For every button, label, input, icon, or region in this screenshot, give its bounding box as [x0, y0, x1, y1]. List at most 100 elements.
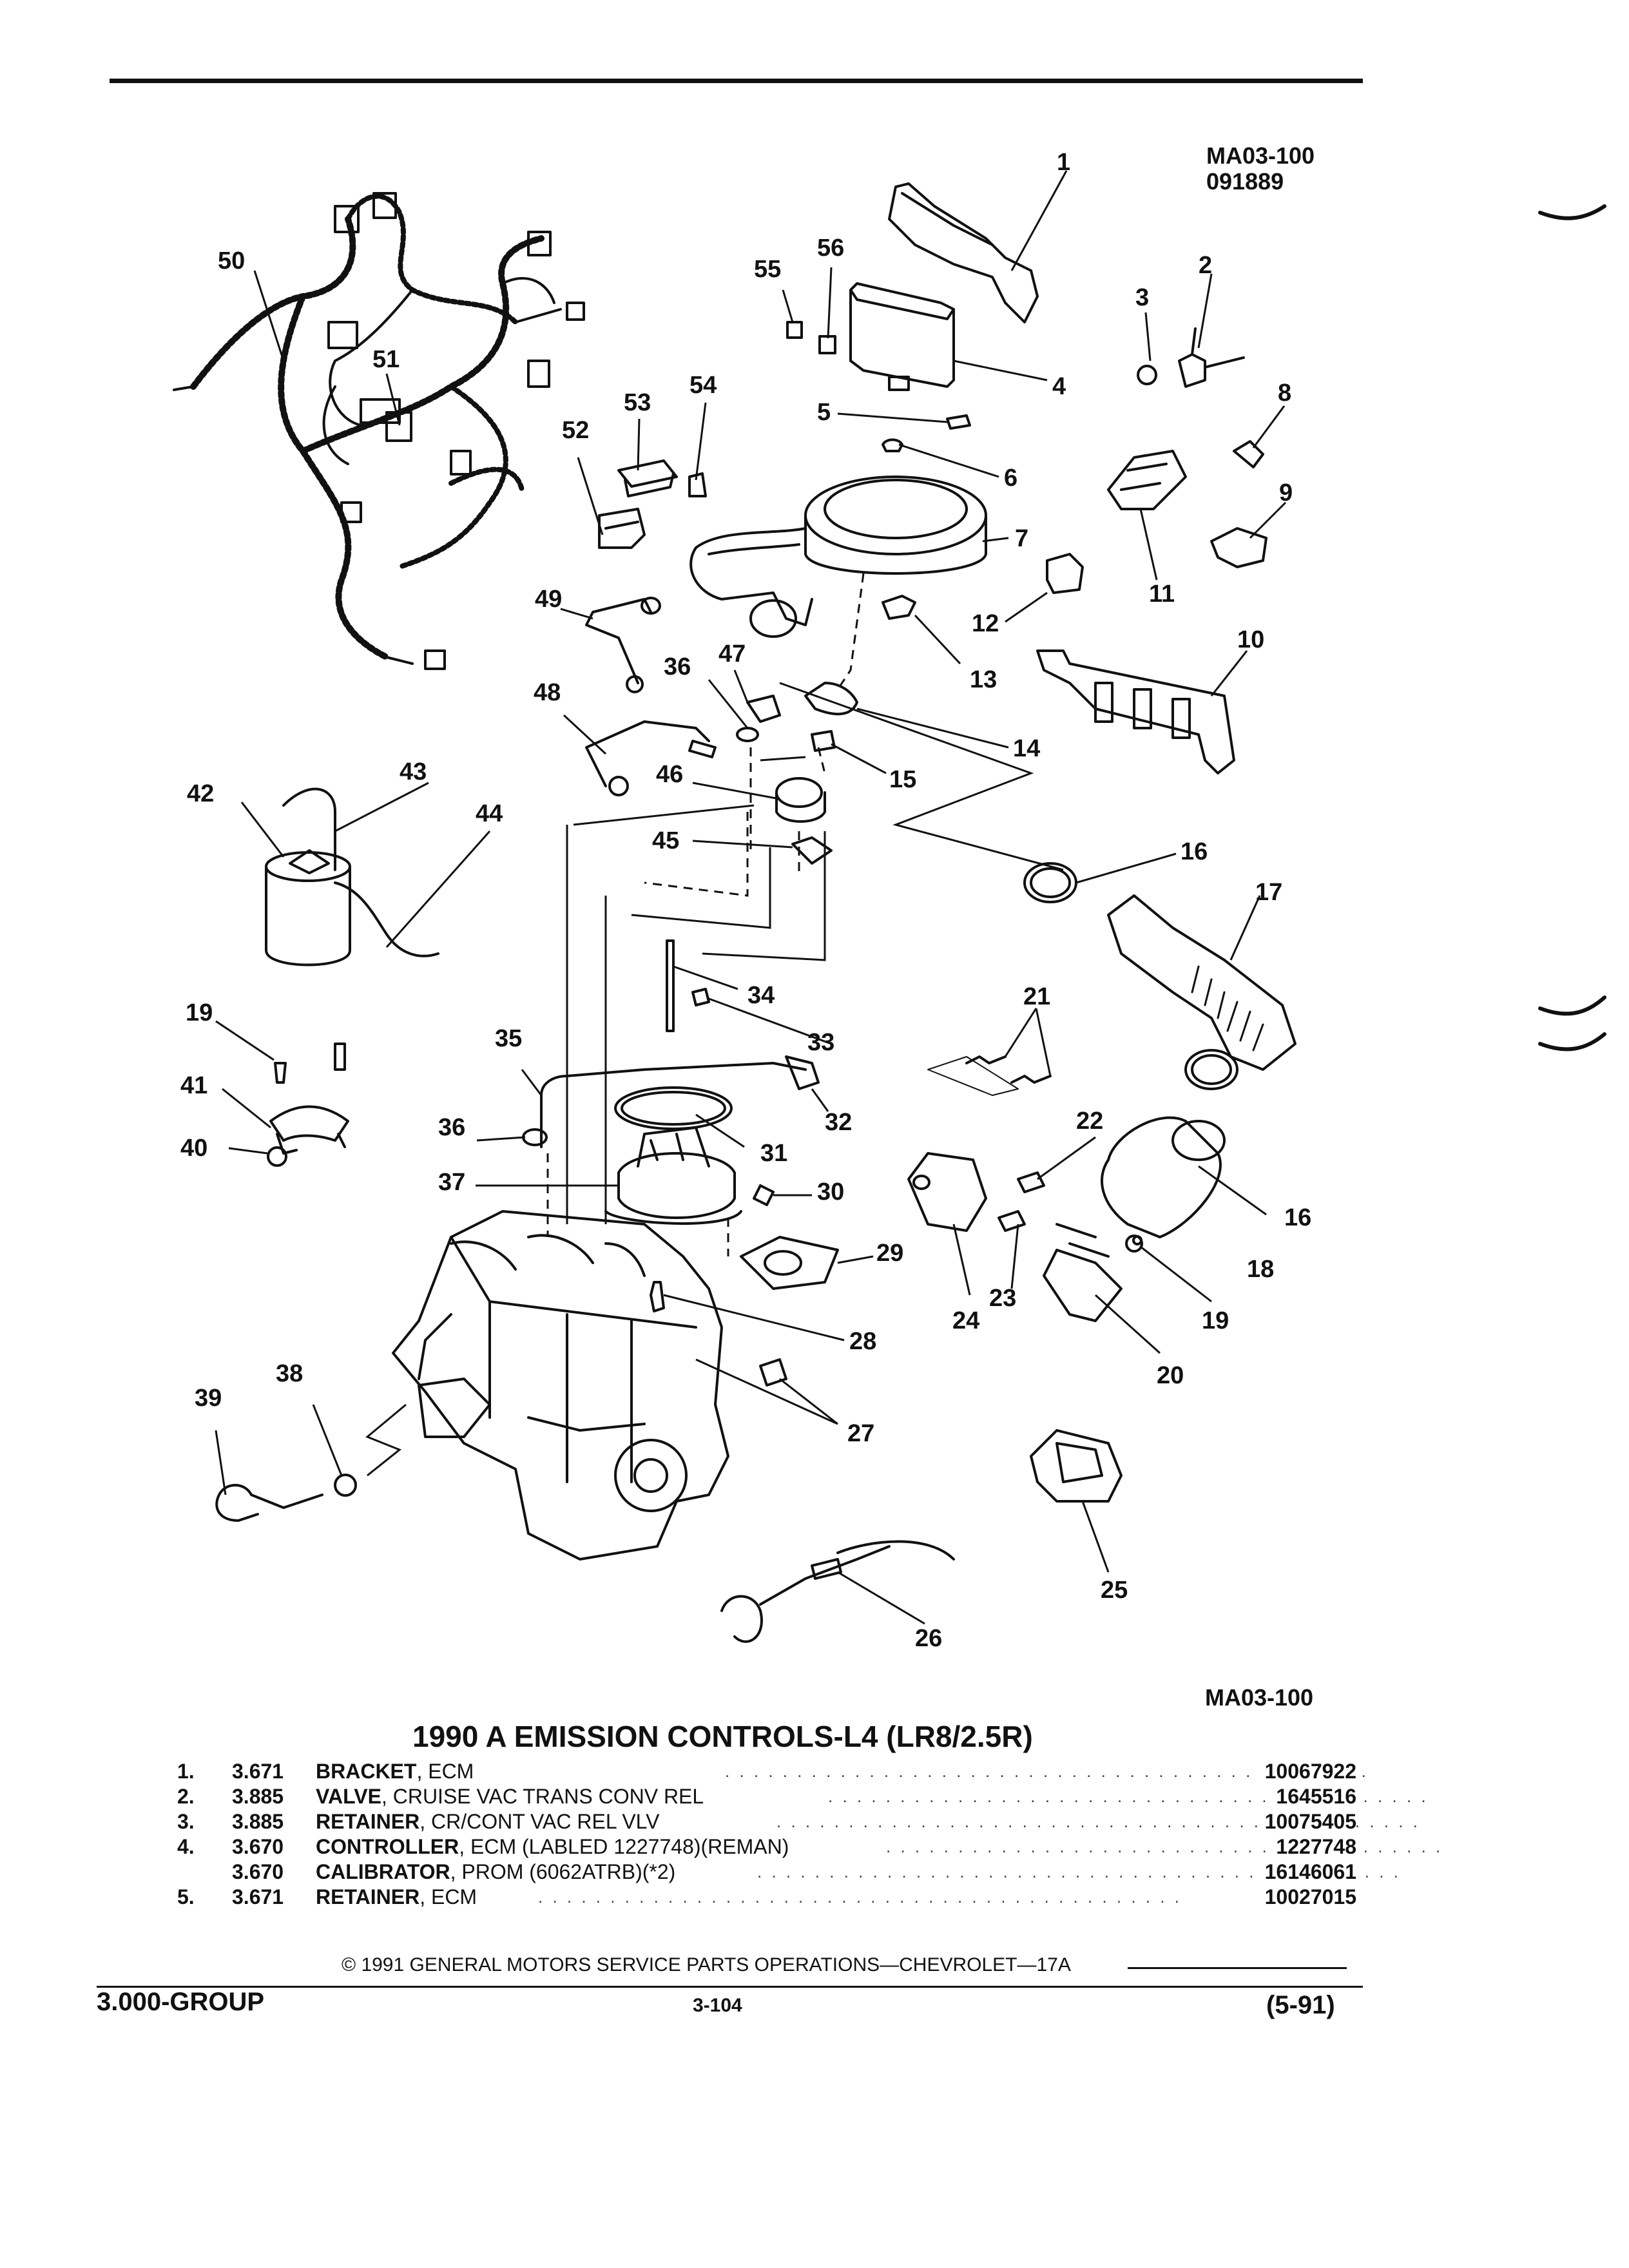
part-group: 3.671 [232, 1885, 284, 1908]
callout-46: 46 [656, 761, 684, 788]
callout-51: 51 [372, 346, 400, 373]
part-group: 3.670 [232, 1860, 284, 1883]
callout-43: 43 [400, 758, 427, 785]
callout-19-right: 19 [1202, 1307, 1229, 1334]
callout-16-upper: 16 [1181, 838, 1208, 865]
figure-code-bottom: MA03-100 [1205, 1684, 1314, 1711]
leader-dots: . . . . . . . . . . . . . . . . . . . . … [538, 1887, 1182, 1907]
part-group: 3.885 [232, 1810, 284, 1833]
callout-25: 25 [1101, 1577, 1128, 1604]
part-index: 2. [177, 1785, 195, 1808]
part-index: 3. [177, 1810, 195, 1833]
callout-39: 39 [195, 1385, 222, 1412]
callout-9: 9 [1279, 479, 1293, 506]
parts-list: 1. 3.671 BRACKET, ECM . . . . . . . . . … [177, 1759, 1440, 1910]
part-number: 10075405 [1259, 1809, 1356, 1834]
part-number: 1227748 [1271, 1834, 1356, 1860]
part-name: CONTROLLER, ECM (LABLED 1227748)(REMAN) [316, 1835, 789, 1858]
callout-4: 4 [1052, 373, 1066, 400]
callout-2: 2 [1199, 252, 1213, 279]
part-name: RETAINER, ECM [316, 1885, 477, 1908]
revision-date: (5-91) [1266, 1991, 1335, 2019]
margin-marks [1538, 204, 1606, 1052]
callout-54: 54 [689, 372, 717, 399]
callout-49: 49 [535, 586, 563, 613]
part-index: 5. [177, 1885, 195, 1908]
footer-rule-right [1128, 1967, 1347, 1969]
callout-6: 6 [1004, 465, 1018, 492]
part-name: RETAINER, CR/CONT VAC REL VLV [316, 1810, 660, 1833]
callout-14: 14 [1013, 735, 1041, 762]
callout-47: 47 [718, 640, 746, 668]
callout-42: 42 [187, 780, 215, 807]
callout-24: 24 [952, 1307, 980, 1334]
part-index: 4. [177, 1835, 195, 1858]
callout-55: 55 [754, 256, 782, 283]
callout-34: 34 [747, 982, 775, 1009]
callout-18: 18 [1247, 1256, 1275, 1283]
list-item: 4. 3.670 CONTROLLER, ECM (LABLED 1227748… [177, 1834, 1440, 1860]
list-item: 3.670 CALIBRATOR, PROM (6062ATRB)(*2) . … [177, 1860, 1402, 1885]
callout-44: 44 [476, 800, 503, 827]
callout-27: 27 [847, 1420, 875, 1447]
callout-56: 56 [817, 235, 845, 262]
part-name: CALIBRATOR, PROM (6062ATRB)(*2) [316, 1860, 676, 1883]
copyright-line: © 1991 GENERAL MOTORS SERVICE PARTS OPER… [335, 1954, 1077, 1976]
callout-45: 45 [652, 827, 680, 854]
callout-7: 7 [1015, 525, 1029, 552]
list-item: 1. 3.671 BRACKET, ECM . . . . . . . . . … [177, 1759, 1369, 1784]
callout-26: 26 [915, 1625, 943, 1652]
callout-30: 30 [817, 1178, 845, 1206]
callout-32: 32 [825, 1109, 853, 1136]
callout-3: 3 [1135, 284, 1150, 311]
callout-19-left: 19 [186, 999, 213, 1026]
callout-40: 40 [180, 1135, 208, 1162]
callout-1: 1 [1057, 149, 1071, 176]
callout-16-lower: 16 [1284, 1204, 1312, 1231]
callout-17: 17 [1255, 879, 1283, 906]
wiring-harness [173, 192, 585, 670]
part-group: 3.885 [232, 1785, 284, 1808]
part-number: 10027015 [1259, 1885, 1356, 1910]
part-name: BRACKET, ECM [316, 1760, 474, 1783]
callout-23: 23 [989, 1285, 1017, 1312]
leader-dots: . . . . . . . . . . . . . . . . . . . . … [886, 1837, 1443, 1856]
callout-33: 33 [807, 1029, 835, 1056]
callout-10: 10 [1237, 626, 1265, 653]
group-label: 3.000-GROUP [97, 1988, 265, 2016]
callout-36-upper: 36 [664, 653, 691, 680]
part-group: 3.671 [232, 1760, 284, 1783]
leader-dots: . . . . . . . . . . . . . . . . . . . . … [828, 1787, 1429, 1806]
callout-53: 53 [624, 389, 651, 416]
part-number: 10067922 [1259, 1759, 1356, 1784]
callout-31: 31 [760, 1140, 788, 1167]
callout-37: 37 [438, 1169, 466, 1196]
callout-48: 48 [534, 679, 561, 706]
callout-12: 12 [972, 610, 999, 637]
callout-38: 38 [276, 1360, 304, 1387]
callout-20: 20 [1157, 1362, 1184, 1389]
list-item: 2. 3.885 VALVE, CRUISE VAC TRANS CONV RE… [177, 1784, 1426, 1809]
top-rule [110, 79, 1363, 83]
callout-50: 50 [218, 247, 246, 274]
footer-rule-bottom [97, 1986, 1363, 1988]
section-title: 1990 A EMISSION CONTROLS-L4 (LR8/2.5R) [412, 1720, 1033, 1753]
callout-13: 13 [970, 666, 998, 693]
callout-36-lower: 36 [438, 1114, 466, 1141]
callout-35: 35 [495, 1025, 523, 1052]
figure-date: 091889 [1206, 168, 1284, 195]
part-number: 1645516 [1271, 1784, 1356, 1809]
callout-8: 8 [1278, 380, 1292, 407]
callout-52: 52 [562, 417, 590, 444]
list-item: 3. 3.885 RETAINER, CR/CONT VAC REL VLV .… [177, 1809, 1421, 1834]
list-item: 5. 3.671 RETAINER, ECM . . . . . . . . .… [177, 1885, 1356, 1910]
callout-5: 5 [817, 399, 831, 426]
callout-21: 21 [1023, 983, 1051, 1010]
part-group: 3.670 [232, 1835, 284, 1858]
callout-22: 22 [1076, 1108, 1104, 1135]
callout-28: 28 [849, 1328, 877, 1355]
page-number: 3-104 [693, 1995, 742, 2016]
figure-code-top: MA03-100 [1206, 142, 1315, 169]
callout-11: 11 [1149, 581, 1175, 608]
